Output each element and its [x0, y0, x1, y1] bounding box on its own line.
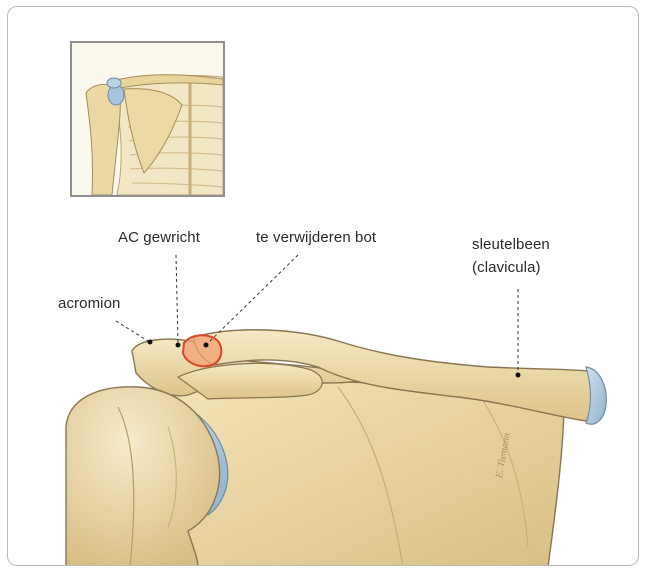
leader-acromion	[116, 321, 148, 341]
label-collarbone-latin: (clavicula)	[472, 259, 541, 276]
leader-ac-joint	[176, 255, 178, 343]
bone-to-remove-highlight	[183, 335, 221, 366]
marker-ac-joint	[176, 343, 181, 348]
shoulder-overview-thumbnail	[72, 43, 223, 195]
marker-acromion	[148, 340, 153, 345]
label-ac-joint: AC gewricht	[118, 229, 200, 246]
marker-bone-to-remove	[204, 343, 209, 348]
overview-thumbnail	[70, 41, 225, 197]
marker-collarbone	[516, 373, 521, 378]
illustration-card: AC gewricht te verwijderen bot sleutelbe…	[7, 6, 639, 566]
label-collarbone: sleutelbeen	[472, 236, 550, 253]
label-bone-to-remove: te verwijderen bot	[256, 229, 376, 246]
label-acromion: acromion	[58, 295, 121, 312]
